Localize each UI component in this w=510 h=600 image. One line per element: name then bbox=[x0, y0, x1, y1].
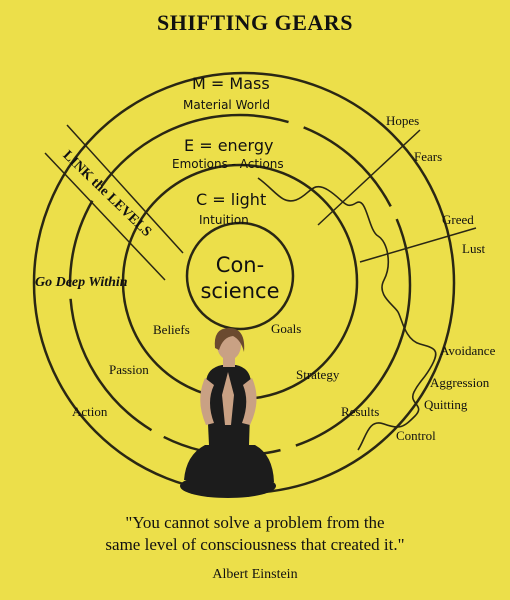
core-ring bbox=[185, 221, 295, 331]
strategy-label: Strategy bbox=[296, 367, 340, 382]
wavy-connector bbox=[257, 177, 437, 451]
hopes-line bbox=[317, 129, 421, 226]
greed-label: Greed bbox=[442, 212, 474, 227]
results-label: Results bbox=[341, 404, 380, 419]
mass-formula: M = Mass bbox=[192, 74, 270, 93]
einstein-quote: "You cannot solve a problem from the sam… bbox=[0, 512, 510, 556]
quote-line-1: "You cannot solve a problem from the bbox=[125, 513, 385, 532]
core-line-1: Con- bbox=[215, 253, 265, 277]
energy-caption: Emotions - Actions bbox=[172, 157, 284, 171]
fears-label: Fears bbox=[414, 149, 443, 164]
light-formula: C = light bbox=[196, 190, 267, 209]
go-deep-within-label: Go Deep Within bbox=[35, 275, 128, 290]
hopes-label: Hopes bbox=[386, 113, 420, 128]
page-title: SHIFTING GEARS bbox=[157, 10, 353, 35]
link-line-upper bbox=[66, 124, 184, 254]
avoidance-label: Avoidance bbox=[440, 343, 496, 358]
core-label: Con- science bbox=[190, 252, 290, 304]
aggression-label: Aggression bbox=[430, 375, 490, 390]
quote-line-2: same level of consciousness that created… bbox=[105, 535, 405, 554]
control-label: Control bbox=[396, 428, 436, 443]
energy-formula: E = energy bbox=[184, 136, 274, 155]
action-label: Action bbox=[72, 404, 108, 419]
lust-label: Lust bbox=[462, 241, 486, 256]
passion-label: Passion bbox=[109, 362, 149, 377]
core-line-2: science bbox=[200, 279, 280, 303]
quote-author: Albert Einstein bbox=[212, 567, 298, 582]
meditating-figure bbox=[180, 328, 276, 498]
mass-caption: Material World bbox=[183, 98, 270, 112]
link-line-lower bbox=[44, 152, 166, 281]
quitting-label: Quitting bbox=[424, 397, 468, 412]
beliefs-label: Beliefs bbox=[153, 322, 190, 337]
greed-line bbox=[359, 227, 477, 263]
goals-label: Goals bbox=[271, 321, 302, 336]
light-caption: Intuition bbox=[199, 213, 249, 227]
